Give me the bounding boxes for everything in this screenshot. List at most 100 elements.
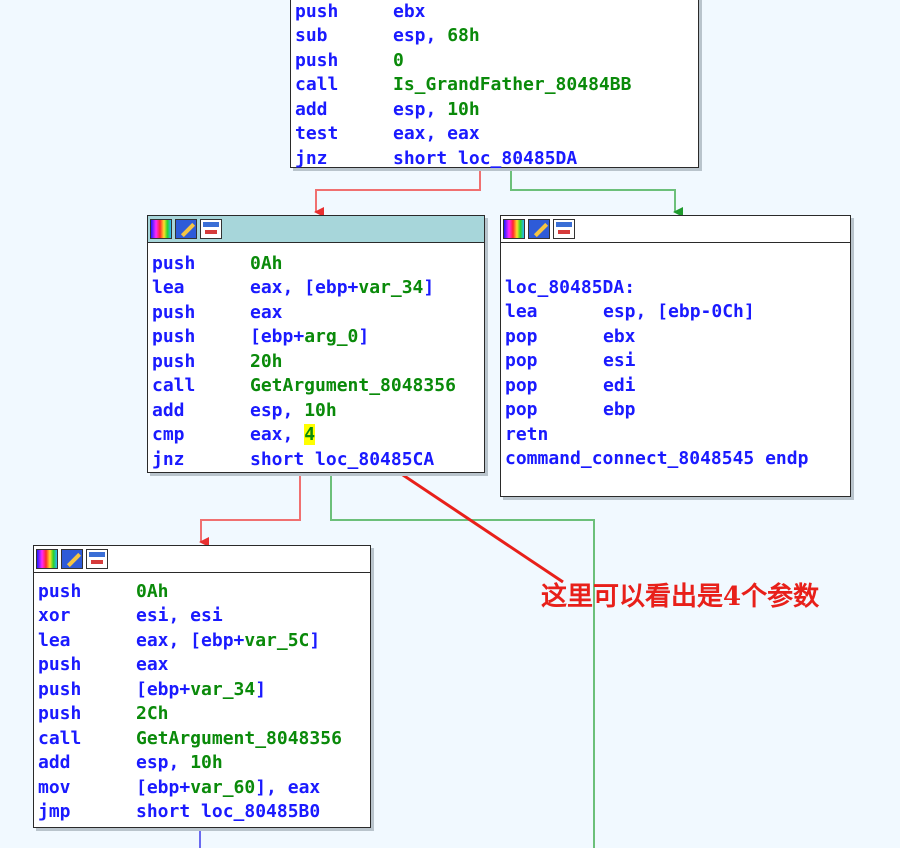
- color-palette-icon[interactable]: [150, 219, 172, 239]
- instruction-line[interactable]: push[ebp+var_34]: [38, 677, 366, 702]
- instruction-operand: esp, 10h: [136, 752, 223, 774]
- instruction-operand: 0Ah: [136, 580, 169, 602]
- rename-icon[interactable]: [175, 219, 197, 239]
- instruction-line[interactable]: mov[ebp+var_60], eax: [38, 775, 366, 800]
- instruction-operand: esi: [603, 350, 636, 372]
- graph-view-icon[interactable]: [86, 549, 108, 569]
- instruction-line[interactable]: push 2Ch: [38, 702, 366, 727]
- instruction-mnemonic: sub: [295, 25, 328, 47]
- instruction-mnemonic: lea: [152, 277, 185, 299]
- instruction-operand: esp, [ebp-0Ch]: [603, 301, 755, 323]
- graph-view-icon[interactable]: [200, 219, 222, 239]
- instruction-line[interactable]: xor esi, esi: [38, 604, 366, 629]
- instruction-mnemonic: cmp: [152, 424, 185, 446]
- endp-line: command_connect_8048545 endp: [505, 448, 809, 470]
- instruction-operand: [ebp+arg_0]: [250, 326, 370, 348]
- block-header: [34, 546, 370, 573]
- instruction-operand: short loc_80485B0: [136, 801, 321, 823]
- instruction-mnemonic: lea: [505, 301, 538, 323]
- instruction-mnemonic: add: [295, 98, 328, 120]
- instruction-mnemonic: call: [152, 375, 196, 397]
- instruction-line[interactable]: lea esp, [ebp-0Ch]: [505, 300, 846, 325]
- instruction-mnemonic: push: [295, 49, 339, 71]
- instruction-operand: ebx: [603, 325, 636, 347]
- instruction-mnemonic: push: [38, 580, 82, 602]
- instruction-line[interactable]: push 0Ah: [38, 579, 366, 604]
- instruction-operand: esp, 68h: [393, 25, 480, 47]
- instruction-mnemonic: add: [152, 399, 185, 421]
- instruction-line[interactable]: sub esp, 68h: [295, 24, 694, 49]
- rename-icon[interactable]: [61, 549, 83, 569]
- instruction-mnemonic: jnz: [152, 448, 185, 470]
- instruction-line[interactable]: push[ebp+arg_0]: [152, 325, 480, 350]
- color-palette-icon[interactable]: [503, 219, 525, 239]
- instruction-mnemonic: jmp: [38, 801, 71, 823]
- instruction-mnemonic: xor: [38, 605, 71, 627]
- rename-icon[interactable]: [528, 219, 550, 239]
- instruction-mnemonic: push: [38, 678, 82, 700]
- instruction-operand: ebp: [603, 399, 636, 421]
- instruction-mnemonic: pop: [505, 325, 538, 347]
- instruction-operand: eax: [250, 301, 283, 323]
- instruction-operand: ebx: [393, 0, 426, 22]
- instruction-line[interactable]: retn: [505, 422, 846, 447]
- instruction-line[interactable]: call Is_GrandFather_80484BB: [295, 73, 694, 98]
- instruction-operand: Is_GrandFather_80484BB: [393, 74, 632, 96]
- instruction-line[interactable]: push eax: [152, 300, 480, 325]
- instruction-line[interactable]: add esp, 10h: [295, 97, 694, 122]
- graph-view-icon[interactable]: [553, 219, 575, 239]
- edge-left-to-bottom: [199, 473, 301, 547]
- instruction-line[interactable]: jmp short loc_80485B0: [38, 800, 366, 825]
- instruction-operand: 2Ch: [136, 703, 169, 725]
- instruction-operand: GetArgument_8048356: [136, 727, 342, 749]
- instruction-mnemonic: push: [38, 703, 82, 725]
- highlighted-operand[interactable]: 4: [304, 424, 316, 446]
- instruction-line[interactable]: pop esi: [505, 349, 846, 374]
- block-header: [148, 216, 484, 243]
- instruction-operand: eax, [ebp+var_34]: [250, 277, 435, 299]
- edge-top-to-left: [314, 168, 481, 217]
- instruction-mnemonic: test: [295, 123, 339, 145]
- instruction-mnemonic: push: [38, 654, 82, 676]
- edge-top-to-right: [510, 168, 683, 217]
- instruction-operand: 20h: [250, 350, 283, 372]
- instruction-mnemonic: push: [152, 301, 196, 323]
- instruction-operand: esp, 10h: [393, 98, 480, 120]
- instruction-operand: GetArgument_8048356: [250, 375, 456, 397]
- edge-left-to-offscreen: [330, 473, 595, 848]
- instruction-operand: short loc_80485DA: [393, 147, 578, 169]
- instruction-mnemonic: pop: [505, 350, 538, 372]
- instruction-line[interactable]: lea eax, [ebp+var_34]: [152, 276, 480, 301]
- instruction-mnemonic: push: [152, 350, 196, 372]
- instruction-mnemonic: pop: [505, 374, 538, 396]
- instruction-line[interactable]: call GetArgument_8048356: [152, 374, 480, 399]
- color-palette-icon[interactable]: [36, 549, 58, 569]
- instruction-mnemonic: call: [295, 74, 339, 96]
- instruction-operand: esi, esi: [136, 605, 223, 627]
- instruction-operand: 0Ah: [250, 252, 283, 274]
- instruction-line[interactable]: pop ebx: [505, 324, 846, 349]
- location-label[interactable]: loc_80485DA:: [505, 276, 636, 298]
- instruction-mnemonic: mov: [38, 776, 71, 798]
- instruction-line[interactable]: push 20h: [152, 349, 480, 374]
